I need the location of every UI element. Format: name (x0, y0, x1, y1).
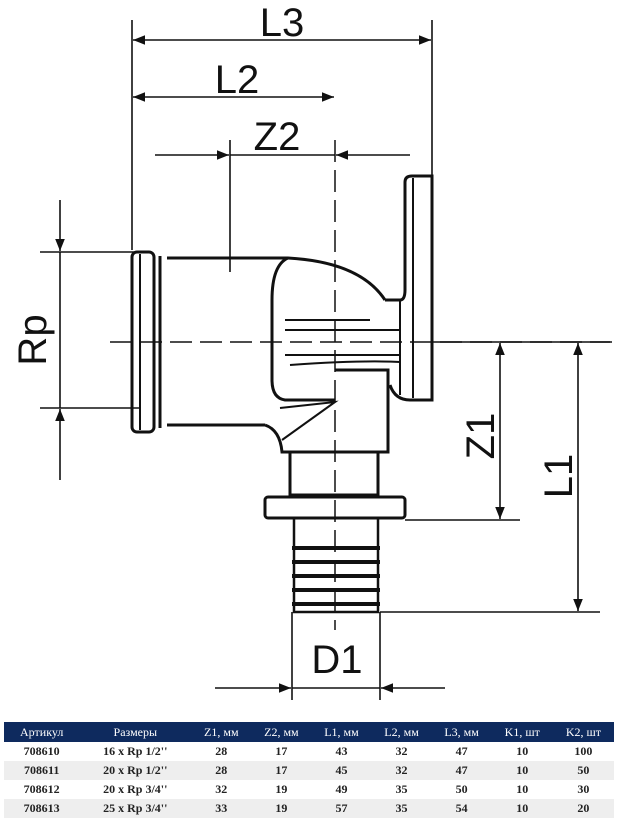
col-header: L3, мм (444, 724, 479, 739)
dim-label-d1: D1 (311, 638, 362, 682)
table-cell: 33 (215, 801, 228, 815)
table-cell: 100 (574, 744, 593, 758)
fitting-technical-drawing: L3 L2 Z2 Rp Z1 L1 D1 (11, 1, 618, 700)
dim-label-rp: Rp (11, 314, 55, 365)
table-cell: 20 (577, 801, 590, 815)
table-cell: 10 (516, 782, 529, 796)
table-cell: 35 (395, 782, 408, 796)
table-cell: 20 x Rp 3/4'' (103, 782, 168, 796)
col-header: L2, мм (384, 724, 419, 739)
table-cell: 16 x Rp 1/2'' (103, 744, 168, 758)
table-cell: 17 (275, 744, 288, 758)
table-cell: 28 (215, 763, 228, 777)
table-cell: 25 x Rp 3/4'' (103, 801, 168, 815)
table-cell: 50 (455, 782, 468, 796)
table-cell: 19 (275, 782, 288, 796)
col-header: Артикул (20, 724, 64, 739)
specs-table: Артикул Размеры Z1, мм Z2, мм L1, мм L2,… (4, 722, 614, 818)
dim-label-l1: L1 (537, 454, 581, 499)
fitting-body (110, 140, 618, 630)
table-row: 708610 16 x Rp 1/2'' 28 17 43 32 47 10 100 (4, 742, 614, 761)
table-cell: 35 (395, 801, 408, 815)
table-cell: 708613 (23, 801, 60, 815)
col-header: K1, шт (504, 724, 540, 739)
table-cell: 32 (395, 744, 408, 758)
dim-label-z2: Z2 (254, 115, 301, 159)
table-cell: 47 (455, 763, 468, 777)
table-cell: 10 (516, 801, 529, 815)
table-cell: 30 (577, 782, 590, 796)
table-cell: 50 (577, 763, 590, 777)
col-header: Z2, мм (264, 724, 299, 739)
col-header: Размеры (113, 724, 158, 739)
table-cell: 45 (335, 763, 348, 777)
dim-label-l3: L3 (260, 1, 305, 45)
table-cell: 57 (335, 801, 348, 815)
dim-label-z1: Z1 (459, 413, 503, 460)
table-cell: 20 x Rp 1/2'' (103, 763, 168, 777)
dimension-lines (40, 20, 610, 700)
col-header: L1, мм (324, 724, 359, 739)
table-cell: 17 (275, 763, 288, 777)
col-header: K2, шт (565, 724, 601, 739)
table-cell: 28 (215, 744, 228, 758)
table-header-row: Артикул Размеры Z1, мм Z2, мм L1, мм L2,… (4, 722, 614, 742)
table-cell: 32 (215, 782, 228, 796)
table-cell: 43 (335, 744, 348, 758)
table-row: 708612 20 x Rp 3/4'' 32 19 49 35 50 10 30 (4, 780, 614, 799)
table-cell: 10 (516, 744, 529, 758)
table-cell: 54 (455, 801, 468, 815)
table-cell: 10 (516, 763, 529, 777)
table-row: 708611 20 x Rp 1/2'' 28 17 45 32 47 10 50 (4, 761, 614, 780)
table-row: 708613 25 x Rp 3/4'' 33 19 57 35 54 10 20 (4, 799, 614, 818)
table-cell: 32 (395, 763, 408, 777)
table-cell: 708612 (23, 782, 60, 796)
table-cell: 708610 (23, 744, 60, 758)
dim-label-l2: L2 (215, 58, 260, 102)
table-cell: 708611 (23, 763, 60, 777)
table-cell: 19 (275, 801, 288, 815)
table-cell: 49 (335, 782, 348, 796)
col-header: Z1, мм (204, 724, 239, 739)
table-cell: 47 (455, 744, 468, 758)
